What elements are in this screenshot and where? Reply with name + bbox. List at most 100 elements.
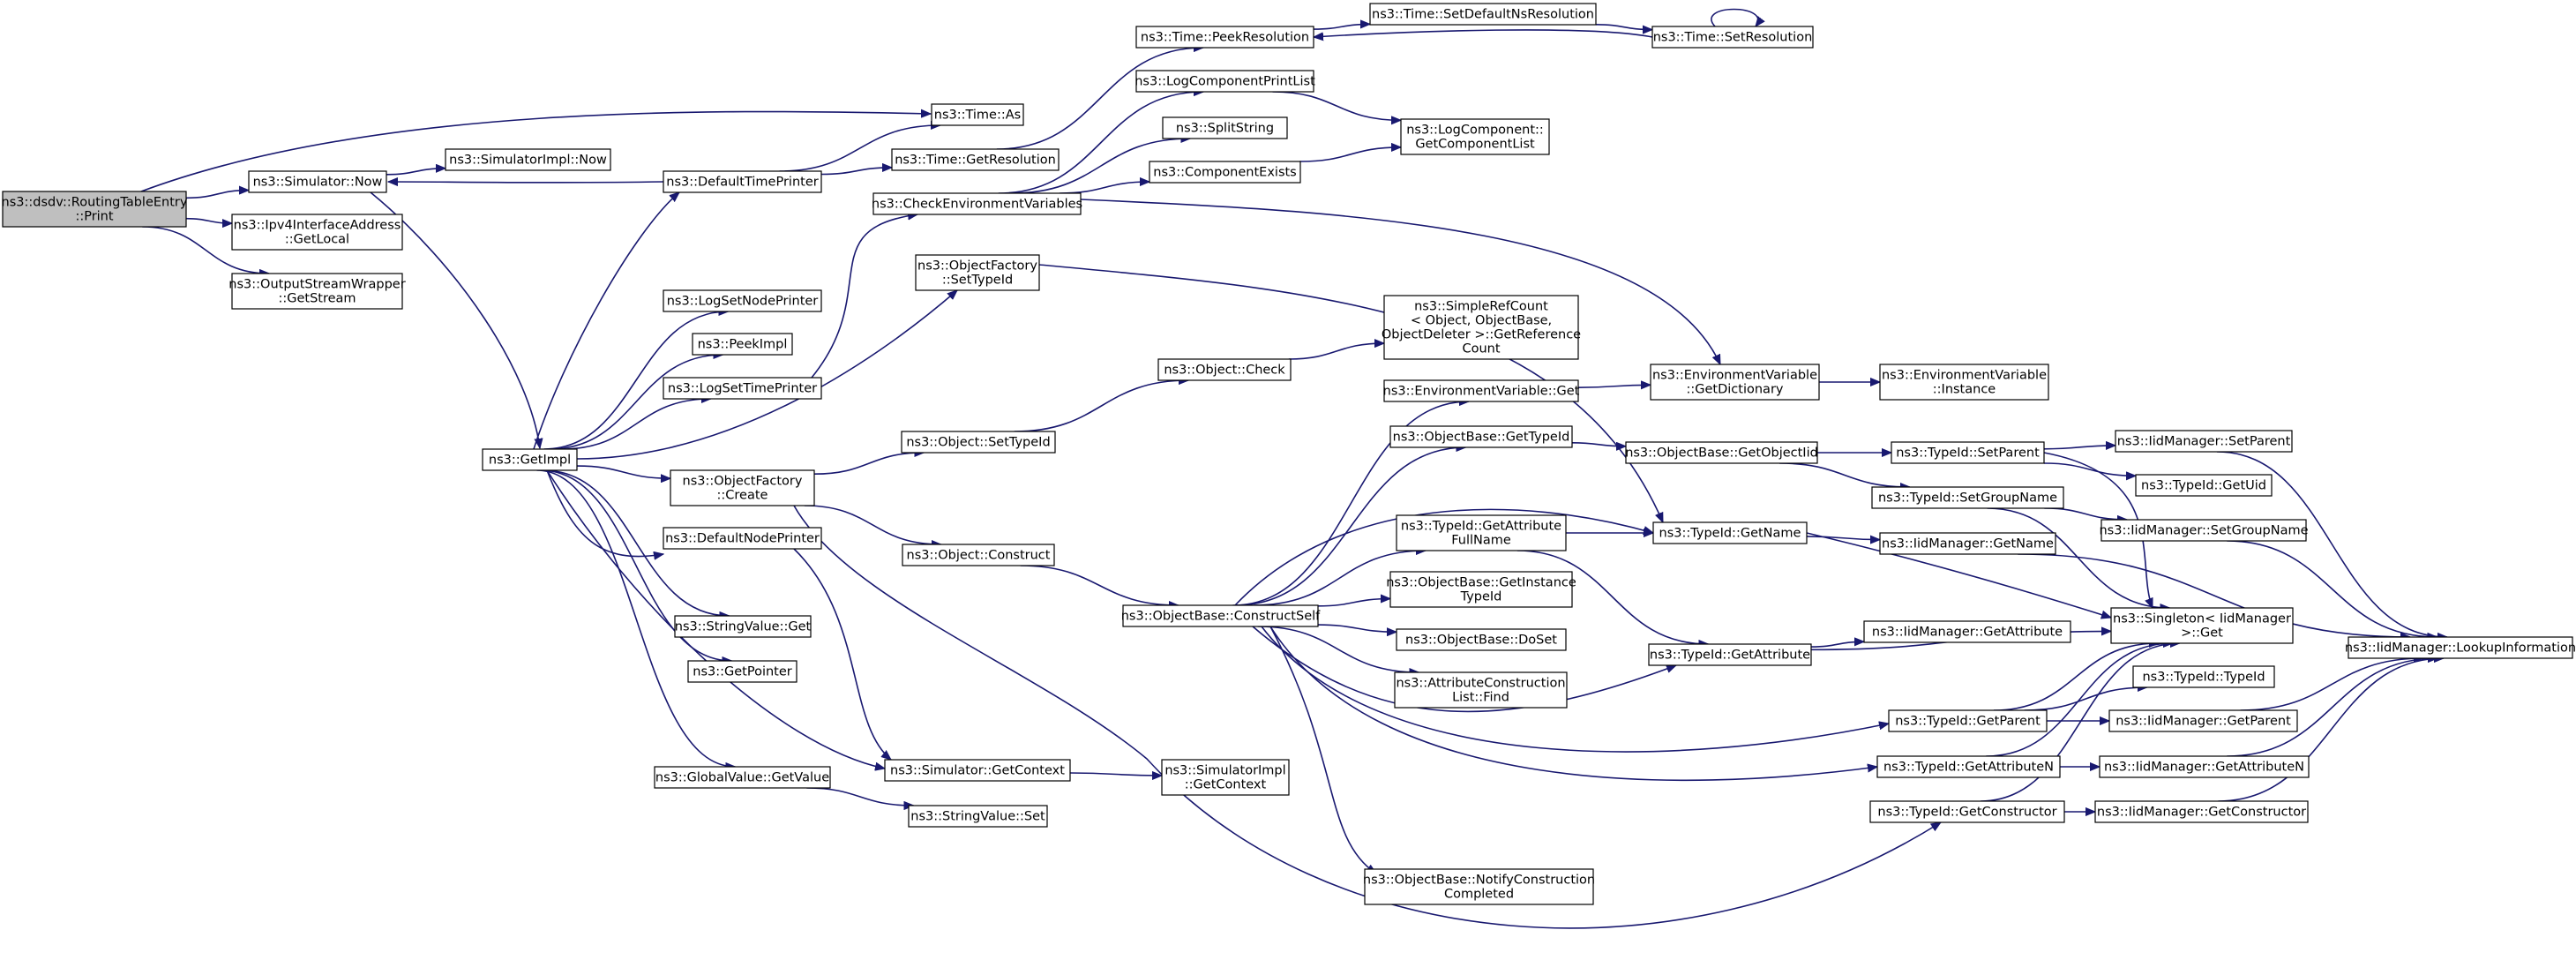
node-label-line: ns3::TypeId::GetUid <box>2141 479 2266 493</box>
node-osw[interactable]: ns3::OutputStreamWrapper::GetStream <box>228 273 406 310</box>
node-setres[interactable]: ns3::Time::SetResolution <box>1651 26 1814 49</box>
node-iidgetattrn[interactable]: ns3::IidManager::GetAttributeN <box>2099 755 2310 778</box>
node-iidgetattr[interactable]: ns3::IidManager::GetAttribute <box>1863 620 2071 643</box>
node-iidsetparent[interactable]: ns3::IidManager::SetParent <box>2115 430 2293 453</box>
node-obgettid[interactable]: ns3::ObjectBase::GetTypeId <box>1389 425 1573 448</box>
node-ipv4[interactable]: ns3::Ipv4InterfaceAddress::GetLocal <box>231 214 403 251</box>
node-strget[interactable]: ns3::StringValue::Get <box>674 615 812 638</box>
edge-ofcreate-to-objsettid <box>813 453 924 475</box>
node-label-line: GetComponentList <box>1415 138 1535 152</box>
node-simgetctx[interactable]: ns3::Simulator::GetContext <box>884 759 1071 782</box>
node-lstp[interactable]: ns3::LogSetTimePrinter <box>663 377 822 400</box>
edge-obcs-to-obgetinst <box>1317 599 1390 607</box>
node-ofcreate[interactable]: ns3::ObjectFactory::Create <box>670 469 815 506</box>
node-dtp[interactable]: ns3::DefaultTimePrinter <box>663 170 822 193</box>
node-objcheck[interactable]: ns3::Object::Check <box>1157 358 1292 381</box>
node-simimplgetctx[interactable]: ns3::SimulatorImpl::GetContext <box>1161 759 1290 796</box>
node-box <box>901 431 1056 454</box>
node-box <box>231 273 403 310</box>
edge-checkenv-to-lcpl <box>998 92 1203 194</box>
node-box <box>1389 571 1573 608</box>
node-tidgetparent[interactable]: ns3::TypeId::GetParent <box>1888 709 2048 732</box>
edge-iidgetattrn-to-iidlookup <box>2227 658 2437 757</box>
node-root[interactable]: ns3::dsdv::RoutingTableEntry::Print <box>2 191 188 228</box>
node-obgetoiid[interactable]: ns3::ObjectBase::GetObjectIid <box>1625 441 1818 464</box>
node-box <box>1651 26 1814 49</box>
edge-obcs-to-tidgetattrfull <box>1254 551 1426 606</box>
node-tidsetgroup[interactable]: ns3::TypeId::SetGroupName <box>1871 486 2064 509</box>
node-tidtid[interactable]: ns3::TypeId::TypeId <box>2132 665 2275 688</box>
node-tidgetctor[interactable]: ns3::TypeId::GetConstructor <box>1869 800 2065 823</box>
node-iidgetparent[interactable]: ns3::IidManager::GetParent <box>2108 709 2298 732</box>
node-tidgetattr[interactable]: ns3::TypeId::GetAttribute <box>1648 643 1812 666</box>
node-objconstruct[interactable]: ns3::Object::Construct <box>902 544 1055 566</box>
node-box <box>663 170 822 193</box>
node-getptr[interactable]: ns3::GetPointer <box>687 660 798 683</box>
node-tidsetparent[interactable]: ns3::TypeId::SetParent <box>1891 441 2045 464</box>
node-tidgetattrn[interactable]: ns3::TypeId::GetAttributeN <box>1876 755 2061 778</box>
node-obcs[interactable]: ns3::ObjectBase::ConstructSelf <box>1121 604 1321 627</box>
node-getres[interactable]: ns3::Time::GetResolution <box>891 148 1060 171</box>
node-label-line: ns3::Time::As <box>934 109 1021 123</box>
node-label-line: ObjectDeleter >::GetReference <box>1382 328 1581 342</box>
node-tidgetuid[interactable]: ns3::TypeId::GetUid <box>2135 474 2273 497</box>
node-lcgcl[interactable]: ns3::LogComponent::GetComponentList <box>1400 118 1550 155</box>
node-envgetdict[interactable]: ns3::EnvironmentVariable::GetDictionary <box>1650 364 1820 401</box>
node-label-line: ns3::Simulator::Now <box>253 176 383 190</box>
node-checkenv[interactable]: ns3::CheckEnvironmentVariables <box>872 192 1082 215</box>
node-box <box>2108 709 2298 732</box>
edge-tidgetctor-to-singletonget <box>1981 643 2180 802</box>
edge-tidsetgroup-to-singletonget <box>1987 507 2170 608</box>
node-lsnp[interactable]: ns3::LogSetNodePrinter <box>663 289 822 312</box>
edge-getimpl-to-getptr <box>540 469 732 661</box>
edge-tidgetname-to-iidgetname <box>1806 536 1880 540</box>
node-gvget[interactable]: ns3::GlobalValue::GetValue <box>654 766 831 789</box>
node-obdoset[interactable]: ns3::ObjectBase::DoSet <box>1396 628 1567 651</box>
node-box <box>2115 430 2293 453</box>
node-singletonget[interactable]: ns3::Singleton< IidManager >::Get <box>2110 607 2294 644</box>
node-tidgetname[interactable]: ns3::TypeId::GetName <box>1652 521 1808 544</box>
node-box <box>1162 116 1288 139</box>
node-srcgetref[interactable]: ns3::SimpleRefCount< Object, ObjectBase,… <box>1382 295 1581 360</box>
edge-iidgetctor-to-iidlookup <box>2218 658 2444 802</box>
node-peekres[interactable]: ns3::Time::PeekResolution <box>1135 26 1314 49</box>
node-envinst[interactable]: ns3::EnvironmentVariable::Instance <box>1879 364 2049 401</box>
node-getimpl[interactable]: ns3::GetImpl <box>482 448 578 471</box>
edge-getimpl-to-dnp <box>546 469 663 557</box>
node-iidlookup[interactable]: ns3::IidManager::LookupInformation <box>2345 636 2576 659</box>
node-label-line: ns3::GetPointer <box>693 665 792 679</box>
node-iidgetname[interactable]: ns3::IidManager::GetName <box>1879 532 2056 555</box>
node-label-line: ns3::TypeId::GetAttributeN <box>1883 761 2054 775</box>
node-compexists[interactable]: ns3::ComponentExists <box>1149 161 1301 184</box>
node-label-line: ns3::ObjectFactory <box>683 475 803 489</box>
node-label-line: ns3::IidManager::GetAttribute <box>1872 626 2063 640</box>
node-objsettid[interactable]: ns3::Object::SetTypeId <box>901 431 1056 454</box>
node-box <box>1650 364 1820 401</box>
node-envget[interactable]: ns3::EnvironmentVariable::Get <box>1383 379 1580 402</box>
node-label-line: ns3::ObjectBase::GetObjectIid <box>1625 446 1818 461</box>
edge-obgetoiid-to-tidsetgroup <box>1779 462 1910 487</box>
node-peekimpl[interactable]: ns3::PeekImpl <box>692 333 793 356</box>
node-iidsetgroup[interactable]: ns3::IidManager::SetGroupName <box>2099 519 2309 542</box>
node-split[interactable]: ns3::SplitString <box>1162 116 1288 139</box>
node-box <box>248 170 387 193</box>
node-ofsettid[interactable]: ns3::ObjectFactory::SetTypeId <box>915 254 1040 291</box>
node-lcpl[interactable]: ns3::LogComponentPrintList <box>1134 70 1315 93</box>
edge-objcheck-to-srcgetref <box>1288 343 1384 360</box>
node-label-line: ns3::Ipv4InterfaceAddress <box>234 219 401 233</box>
node-simnow[interactable]: ns3::Simulator::Now <box>248 170 387 193</box>
node-obnotify[interactable]: ns3::ObjectBase::NotifyConstructionCompl… <box>1363 868 1595 905</box>
node-timeas[interactable]: ns3::Time::As <box>931 103 1024 126</box>
node-simimplnow[interactable]: ns3::SimulatorImpl::Now <box>445 148 611 171</box>
edge-tidsetparent-to-tidgetuid <box>2043 462 2136 476</box>
edge-dtp-to-getres <box>820 168 892 176</box>
node-iidgetctor[interactable]: ns3::IidManager::GetConstructor <box>2094 800 2309 823</box>
node-strset[interactable]: ns3::StringValue::Set <box>908 805 1048 828</box>
node-setdefns[interactable]: ns3::Time::SetDefaultNsResolution <box>1369 3 1597 26</box>
node-dnp[interactable]: ns3::DefaultNodePrinter <box>663 527 822 550</box>
node-label-line: ns3::ObjectBase::DoSet <box>1405 634 1557 648</box>
node-box <box>2132 665 2275 688</box>
